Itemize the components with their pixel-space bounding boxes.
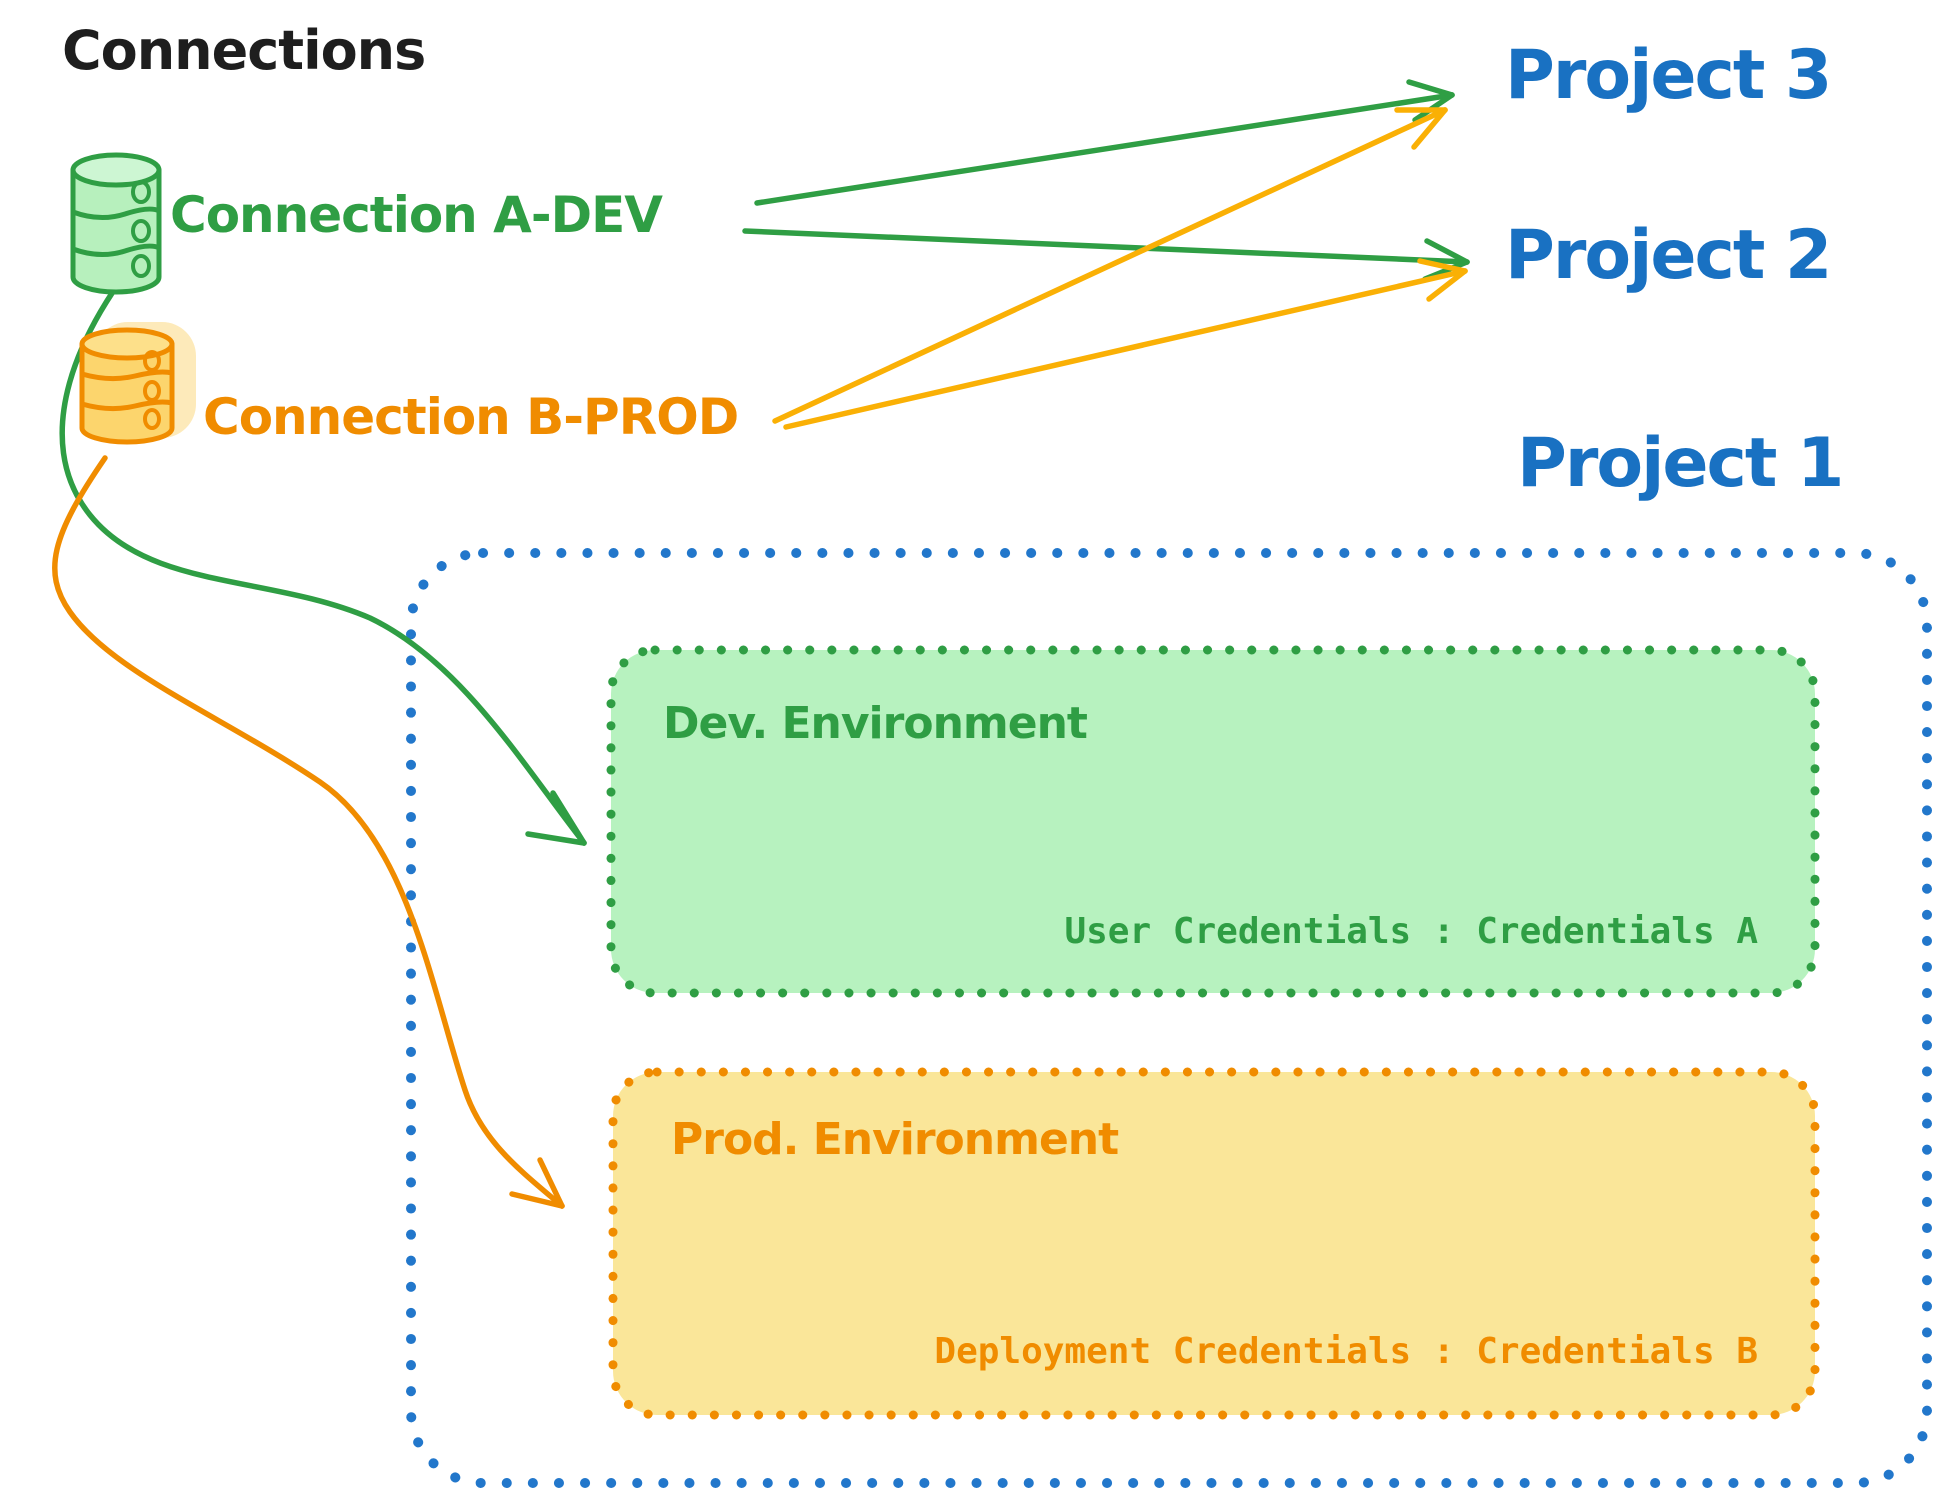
diagram-title: Connections (62, 19, 426, 82)
connection-a-dev-label: Connection A-DEV (170, 186, 663, 244)
dev-environment-box (606, 645, 1820, 998)
dev-environment-title: Dev. Environment (663, 698, 1088, 749)
project-1-label: Project 1 (1517, 424, 1844, 503)
project-3-label: Project 3 (1505, 36, 1832, 115)
arrow-b-prod-to-project-2 (783, 258, 1468, 430)
prod-environment-credentials: Deployment Credentials : Credentials B (934, 1331, 1758, 1372)
prod-environment-title: Prod. Environment (671, 1114, 1119, 1165)
connection-b-prod-label: Connection B-PROD (203, 388, 739, 446)
arrow-b-prod-to-prod-environment (52, 455, 565, 1209)
project-1-container-box (406, 548, 1932, 1488)
dev-environment-credentials: User Credentials : Credentials A (1064, 911, 1758, 952)
prod-environment-box (608, 1067, 1820, 1420)
arrow-a-dev-to-dev-environment (59, 240, 587, 846)
database-icon-a-dev (70, 152, 162, 295)
arrow-a-dev-to-project-3 (754, 79, 1455, 206)
project-2-label: Project 2 (1505, 216, 1832, 295)
arrow-b-prod-to-project-3 (772, 107, 1448, 424)
arrow-a-dev-to-project-2 (742, 228, 1470, 282)
database-icon-b-prod (79, 322, 196, 445)
